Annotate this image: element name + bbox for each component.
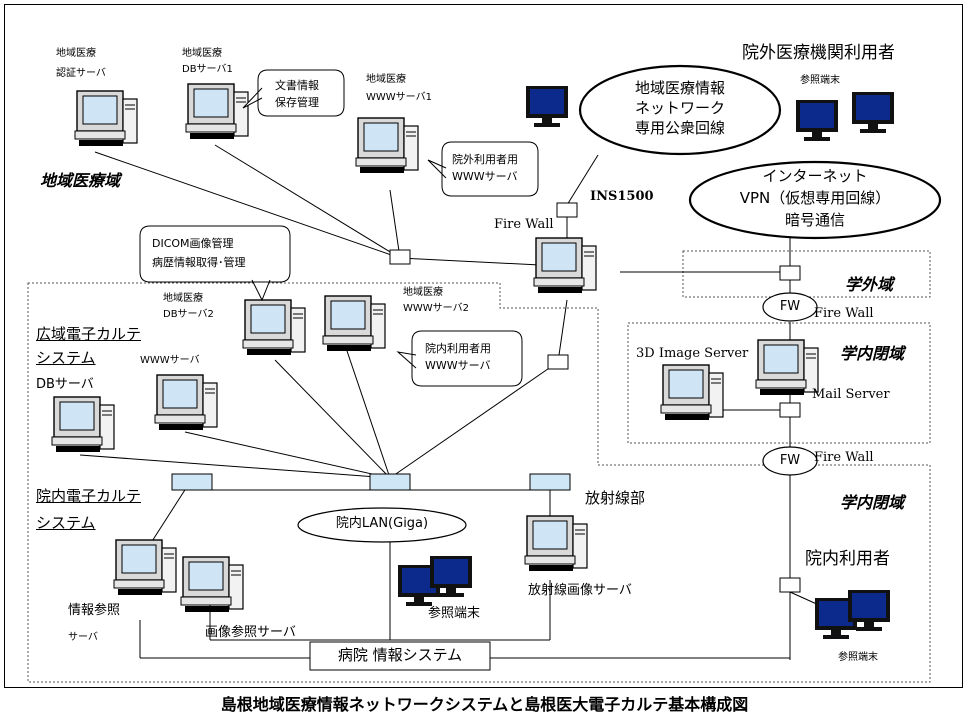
regional-net-text-2: ネットワーク [634,99,726,117]
hosp-emr-label-2: システム [36,514,96,532]
fw2-text: FW [779,453,801,468]
radiology-label: 放射線部 [585,489,646,507]
callout-int-users-text-1: 院内利用者用 [425,342,491,355]
wide-emr-label-2: システム [36,349,96,367]
db-server-1-icon [185,83,249,140]
ref-terminal-top-label: 参照端末 [800,75,840,86]
db1-server-label-2: DBサーバ1 [182,64,233,75]
terminal-icon [796,100,838,141]
callout-ext-users-text-1: 院外利用者用 [452,153,518,166]
image-ref-server-icon [180,556,244,613]
hub-box [547,354,569,370]
zone-label-closed-lower: 学内閉域 [840,493,905,512]
switch-box [171,473,213,491]
www-server-1-icon [355,117,419,174]
db2-server-label-1: 地域医療 [163,293,203,304]
regional-net-text-3: 専用公衆回線 [634,119,726,137]
hub-box [779,402,801,418]
internet-vpn-ellipse [688,160,942,240]
lan-text: 院内LAN(Giga) [335,516,429,531]
ref-terminal-right-label: 参照端末 [838,652,878,663]
mail-server-label: Mail Server [812,387,890,402]
auth-server-label-2: 認証サーバ [56,68,106,79]
www2-server-label-1: 地域医療 [403,287,443,298]
switch-box [369,473,411,491]
closed-zone-upper-border [627,322,931,444]
auth-server-label-1: 地域医療 [56,48,96,59]
regional-network-ellipse [578,64,782,156]
hub-box [389,249,411,265]
radiology-server-label: 放射線画像サーバ [528,583,632,598]
db-server-label: DBサーバ [36,377,94,392]
callout-doc-text-1: 文書情報 [275,79,319,92]
diagram-title: 島根地域医療情報ネットワークシステムと島根医大電子カルテ基本構成図 [220,695,749,714]
info-ref-label-1: 情報参照 [68,603,121,618]
db1-server-label-1: 地域医療 [182,48,222,59]
www2-server-label-2: WWWサーバ2 [403,303,469,314]
info-ref-server-icon [113,539,177,596]
zone-label-closed-upper: 学内閉域 [840,344,905,363]
hospital-lan-ellipse [297,507,467,543]
internet-text-3: 暗号通信 [784,211,846,229]
regional-net-text-1: 地域医療情報 [634,79,726,97]
mail-server-icon [755,339,819,396]
fw2-ellipse [762,446,818,476]
image-ref-label: 画像参照サーバ [205,625,296,640]
fw2-label: Fire Wall [814,450,874,465]
callout-doc-text-2: 保存管理 [275,96,319,109]
ref-terminal-mid-label: 参照端末 [428,606,481,621]
callout-dicom [139,225,291,302]
3d-image-server-icon [660,364,724,421]
wide-emr-label-1: 広域電子カルテ [36,325,142,343]
hub-box [779,265,801,281]
callout-dicom-text-2: 病歴情報取得･管理 [152,256,246,269]
terminal-icon [852,92,894,133]
www-server-label: WWWサーバ [140,355,200,366]
his-label: 病院 情報システム [337,646,463,664]
hub-box [556,202,578,218]
hospital-zone-border [27,282,931,683]
db-server-2-icon [242,299,306,356]
callout-int-users [396,330,523,387]
callout-ext-users [427,141,539,197]
db-server-icon [51,396,115,453]
3d-image-server-label: 3D Image Server [636,346,749,361]
his-box [309,641,491,671]
fw1-ellipse [762,292,818,322]
outside-users-label: 院外医療機関利用者 [742,43,895,63]
inhouse-users-label: 院内利用者 [805,549,890,569]
www1-server-label-2: WWWサーバ1 [366,92,432,103]
callout-doc [242,69,345,117]
firewall-computer-icon [533,237,597,294]
fw1-text: FW [779,299,801,314]
callout-int-users-text-2: WWWサーバ [425,359,491,372]
callout-dicom-text-1: DICOM画像管理 [152,237,234,250]
zone-label-external: 学外域 [845,275,894,294]
info-ref-label-2: サーバ [68,632,98,643]
radiology-server-icon [524,515,588,572]
db2-server-label-2: DBサーバ2 [163,309,214,320]
fw1-label: Fire Wall [814,306,874,321]
www1-server-label-1: 地域医療 [366,74,406,85]
terminal-icon [526,86,568,127]
callout-ext-users-text-2: WWWサーバ [452,170,518,183]
internet-text-2: VPN（仮想専用回線） [739,189,891,207]
www-server-icon [154,374,218,431]
hosp-emr-label-1: 院内電子カルテ [36,487,142,505]
zone-label-regional: 地域医療域 [40,171,121,190]
auth-server-icon [74,90,138,147]
diagram-frame [4,4,963,688]
internet-text-1: インターネット [762,167,868,185]
switch-box [529,473,571,491]
hub-box [779,577,801,593]
ins-label: INS1500 [590,189,654,204]
www-server-2-icon [322,295,386,352]
firewall-main-label: Fire Wall [494,217,554,232]
